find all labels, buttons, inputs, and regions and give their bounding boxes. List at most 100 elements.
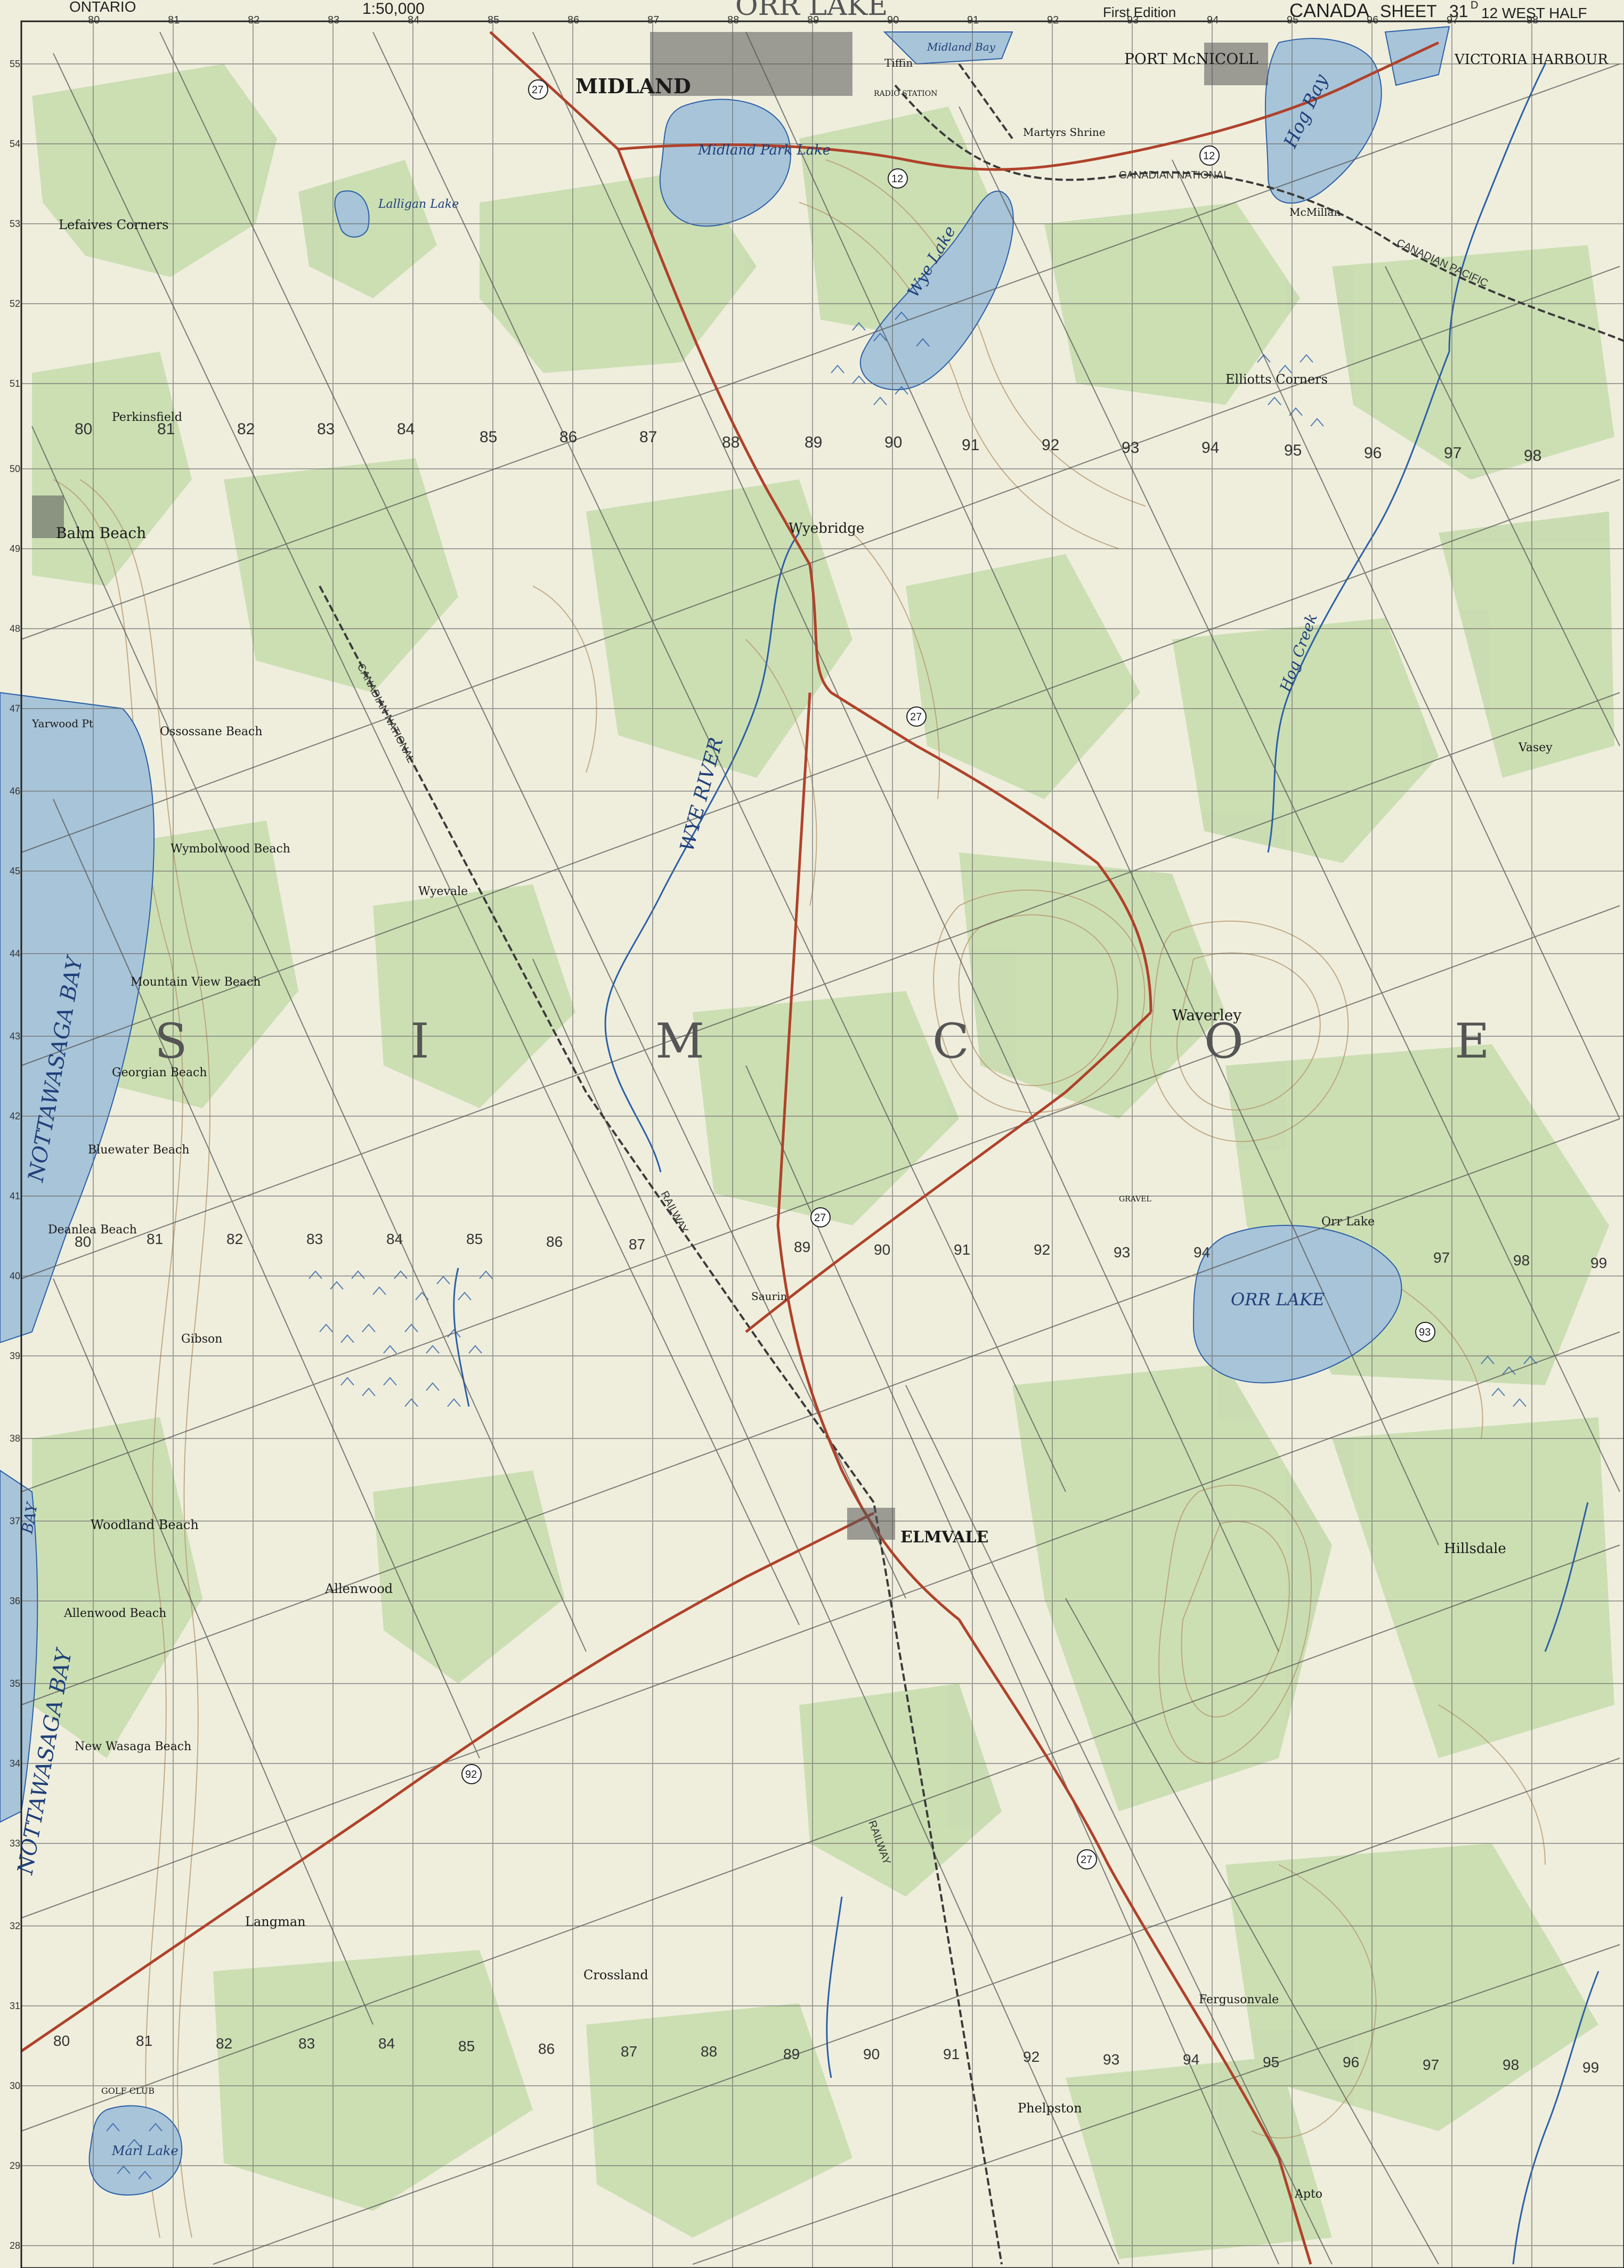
svg-text:27: 27	[532, 84, 543, 96]
svg-text:92: 92	[1042, 436, 1059, 454]
svg-text:38: 38	[10, 1433, 20, 1444]
svg-text:Mountain View Beach: Mountain View Beach	[131, 976, 261, 989]
svg-text:51: 51	[10, 378, 20, 389]
svg-text:27: 27	[910, 711, 922, 723]
nottawasaga-bay-south	[0, 1469, 38, 1823]
county-name: S I M C O E	[155, 1013, 1490, 1069]
svg-text:87: 87	[629, 1236, 645, 1253]
svg-text:93: 93	[1122, 439, 1139, 457]
svg-text:88: 88	[701, 2043, 717, 2060]
svg-text:45: 45	[10, 866, 20, 876]
svg-text:42: 42	[10, 1111, 20, 1121]
svg-text:35: 35	[10, 1678, 20, 1689]
svg-text:48: 48	[10, 623, 20, 634]
highway-shields: 27 27 27 27 12 12 92 93	[461, 79, 1435, 1869]
svg-text:81: 81	[168, 14, 180, 26]
svg-text:82: 82	[237, 420, 255, 438]
highways	[20, 31, 1440, 2265]
svg-text:Hillsdale: Hillsdale	[1444, 1541, 1506, 1557]
province-label: ONTARIO	[69, 0, 136, 15]
svg-text:86: 86	[538, 2041, 555, 2057]
concession-roads	[21, 31, 1620, 2265]
svg-text:88: 88	[722, 434, 740, 451]
svg-text:98: 98	[1524, 447, 1541, 465]
svg-text:83: 83	[317, 420, 335, 438]
svg-text:Yarwood Pt: Yarwood Pt	[31, 717, 93, 730]
svg-text:Elliotts Corners: Elliotts Corners	[1225, 372, 1328, 387]
svg-text:99: 99	[1590, 1255, 1607, 1271]
svg-text:91: 91	[962, 436, 979, 454]
svg-text:Midland Bay: Midland Bay	[927, 40, 996, 53]
svg-text:GRAVEL: GRAVEL	[1119, 1195, 1151, 1204]
orr-lake	[1192, 1225, 1402, 1384]
svg-text:Ossossane Beach: Ossossane Beach	[160, 725, 263, 738]
svg-text:PORT McNICOLL: PORT McNICOLL	[1124, 50, 1258, 68]
water-bodies	[0, 26, 1450, 2196]
svg-text:43: 43	[10, 1031, 20, 1042]
svg-text:89: 89	[805, 434, 822, 451]
svg-text:33: 33	[10, 1838, 20, 1849]
interior-grid-labels-north: 80 81 82 83 84 85 86 87 88 89 90 91 92 9…	[75, 420, 1541, 465]
svg-text:27: 27	[1081, 1854, 1092, 1866]
svg-text:MIDLAND: MIDLAND	[575, 74, 691, 98]
svg-text:RADIO STATION: RADIO STATION	[874, 90, 937, 98]
svg-text:84: 84	[378, 2035, 395, 2052]
svg-text:CANADIAN NATIONAL: CANADIAN NATIONAL	[1119, 169, 1229, 181]
svg-text:52: 52	[10, 298, 20, 309]
svg-text:39: 39	[10, 1351, 20, 1361]
svg-text:91: 91	[954, 1241, 970, 1258]
marl-lake	[88, 2105, 183, 2196]
svg-text:95: 95	[1287, 14, 1298, 26]
railways	[319, 63, 1624, 2265]
wye-river	[604, 532, 800, 1173]
svg-text:ORR LAKE: ORR LAKE	[1231, 1289, 1325, 1310]
svg-text:Woodland Beach: Woodland Beach	[91, 1517, 199, 1532]
svg-text:53: 53	[10, 218, 20, 229]
svg-text:Crossland: Crossland	[583, 1968, 648, 1982]
map-neatline	[20, 20, 1624, 2268]
svg-text:90: 90	[884, 434, 902, 451]
svg-text:Vasey: Vasey	[1518, 741, 1553, 754]
svg-text:89: 89	[807, 14, 819, 26]
svg-text:Lefaives Corners: Lefaives Corners	[59, 217, 168, 232]
svg-text:82: 82	[248, 14, 259, 26]
svg-text:Marl Lake: Marl Lake	[111, 2143, 178, 2158]
svg-text:30: 30	[10, 2080, 20, 2091]
svg-text:47: 47	[10, 703, 20, 714]
svg-text:94: 94	[1207, 14, 1219, 26]
svg-text:90: 90	[887, 14, 899, 26]
svg-text:Tiffin: Tiffin	[884, 56, 913, 69]
svg-text:Deanlea Beach: Deanlea Beach	[48, 1223, 137, 1237]
svg-text:94: 94	[1193, 1244, 1210, 1261]
svg-text:90: 90	[874, 1241, 890, 1258]
svg-text:95: 95	[1263, 2054, 1279, 2070]
svg-text:ELMVALE: ELMVALE	[900, 1528, 988, 1547]
svg-text:40: 40	[10, 1271, 20, 1281]
interior-grid-labels-central: 80 81 82 83 84 85 86 87 89 90 91 92 93 9…	[75, 1231, 1607, 1271]
sheet-number: 31	[1449, 2, 1468, 21]
svg-text:89: 89	[794, 1239, 810, 1255]
svg-text:99: 99	[1582, 2059, 1599, 2076]
svg-text:98: 98	[1526, 14, 1538, 26]
hog-bay	[1265, 38, 1382, 204]
svg-text:91: 91	[967, 14, 979, 26]
svg-text:VICTORIA HARBOUR: VICTORIA HARBOUR	[1454, 52, 1609, 68]
country-label: CANADA	[1289, 0, 1369, 21]
svg-text:93: 93	[1419, 1327, 1431, 1338]
svg-text:93: 93	[1103, 2051, 1119, 2068]
svg-text:86: 86	[546, 1233, 563, 1250]
svg-text:12: 12	[891, 173, 903, 185]
svg-text:36: 36	[10, 1596, 20, 1606]
svg-text:Wyevale: Wyevale	[418, 885, 468, 898]
town-blocks	[32, 32, 1268, 1540]
svg-text:97: 97	[1447, 14, 1458, 26]
highway-92	[20, 1511, 875, 2053]
svg-text:Orr Lake: Orr Lake	[1321, 1215, 1375, 1229]
svg-text:92: 92	[1034, 1241, 1050, 1258]
svg-text:85: 85	[488, 14, 499, 26]
svg-text:92: 92	[465, 1769, 477, 1781]
svg-text:28: 28	[10, 2240, 20, 2251]
svg-text:46: 46	[10, 786, 20, 796]
svg-text:93: 93	[1127, 14, 1139, 26]
svg-text:Perkinsfield: Perkinsfield	[112, 411, 182, 424]
